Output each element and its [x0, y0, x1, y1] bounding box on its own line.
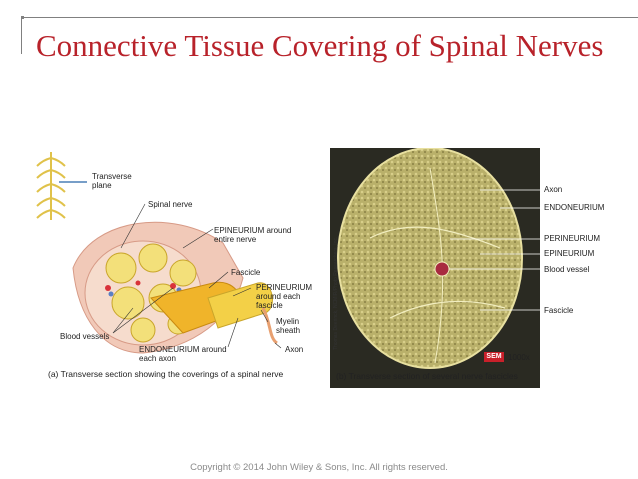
sem-badge: SEM [484, 352, 504, 362]
micro-label-perineurium: PERINEURIUM [544, 234, 601, 243]
nerve-micrograph [330, 148, 540, 388]
nerve-illustration [36, 152, 282, 354]
slide-title: Connective Tissue Covering of Spinal Ner… [36, 28, 604, 63]
blood-vessel-spot [434, 261, 450, 277]
label-transverse-plane: Transverse plane [92, 172, 132, 190]
label-spinal-nerve: Spinal nerve [148, 200, 193, 209]
leader-lines [112, 203, 282, 349]
micro-leader-lines [449, 189, 540, 311]
axon-strand [261, 307, 278, 345]
micro-label-blood-vessel: Blood vessel [544, 265, 590, 274]
copyright-footer: Copyright © 2014 John Wiley & Sons, Inc.… [190, 462, 448, 473]
micro-label-endoneurium: ENDONEURIUM [544, 203, 605, 212]
left-rule [21, 17, 22, 54]
nerve-cross-section [337, 148, 523, 369]
micro-label-fascicle: Fascicle [544, 306, 574, 315]
micro-label-axon: Axon [544, 185, 563, 194]
label-epineurium: EPINEURIUM around entire nerve [214, 226, 292, 244]
micro-label-epineurium: EPINEURIUM [544, 249, 595, 258]
rule-marker [21, 16, 24, 19]
label-endoneurium: ENDONEURIUM around each axon [139, 345, 227, 363]
spinal-cord-sketch [36, 152, 66, 220]
caption-a: (a) Transverse section showing the cover… [48, 369, 284, 379]
label-blood-vessels: Blood vessels [60, 332, 110, 341]
top-rule [21, 16, 638, 19]
label-perineurium: PERINEURIUM around each fascicle [256, 283, 313, 310]
label-myelin-sheath: Myelin sheath [276, 317, 301, 335]
photo-credit: Thomas Deerinck, NCMIR/Photo Researchers… [333, 236, 339, 350]
label-axon: Axon [285, 345, 304, 354]
magnification-label: 1000x [508, 353, 530, 362]
caption-b: (b) Transverse section of several nerve … [336, 371, 518, 381]
label-fascicle: Fascicle [231, 268, 261, 277]
